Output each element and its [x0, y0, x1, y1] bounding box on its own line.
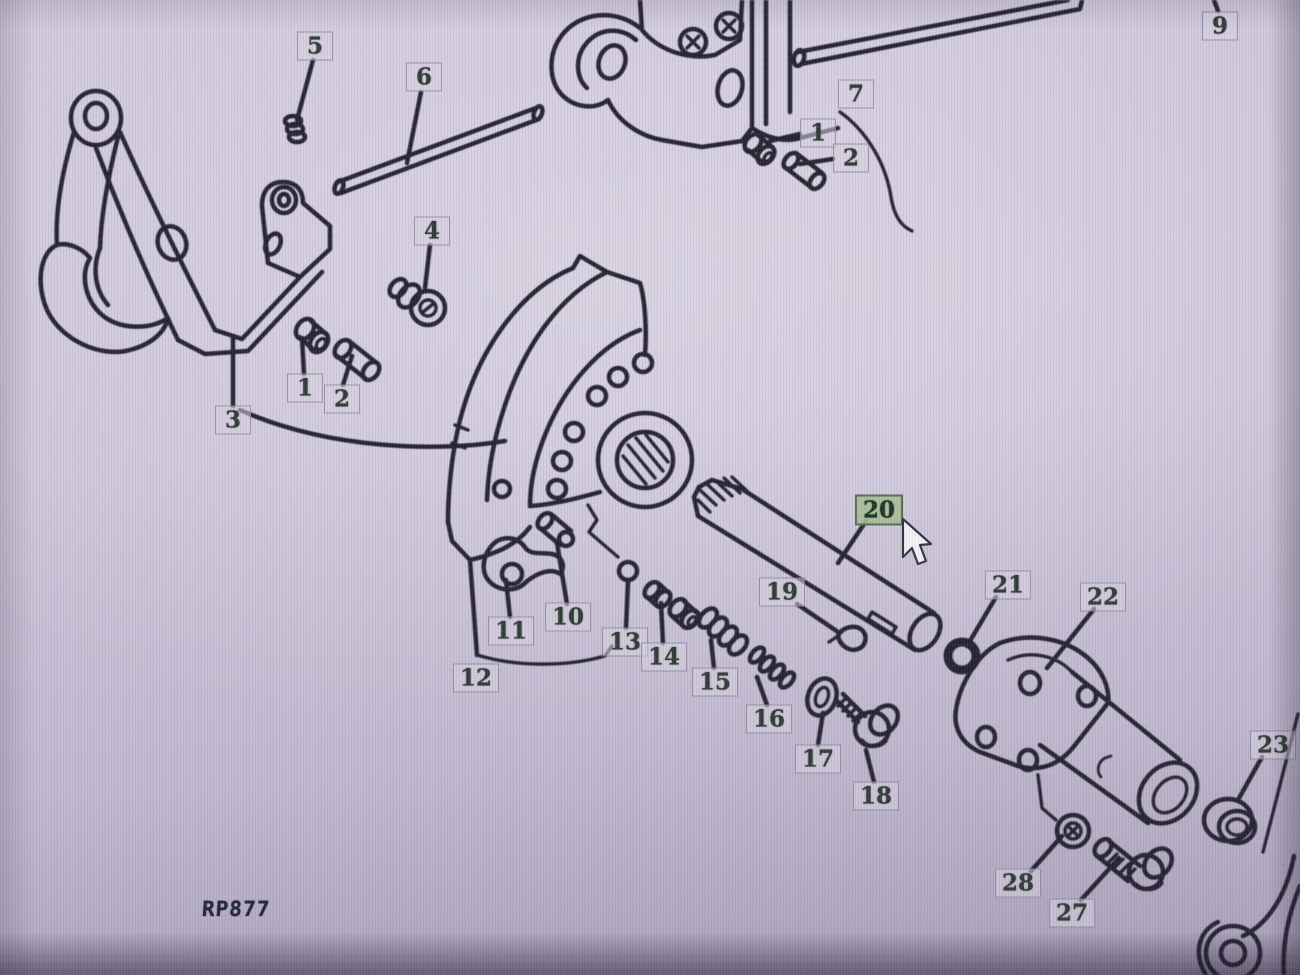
mouse-cursor[interactable]: [0, 0, 1300, 975]
